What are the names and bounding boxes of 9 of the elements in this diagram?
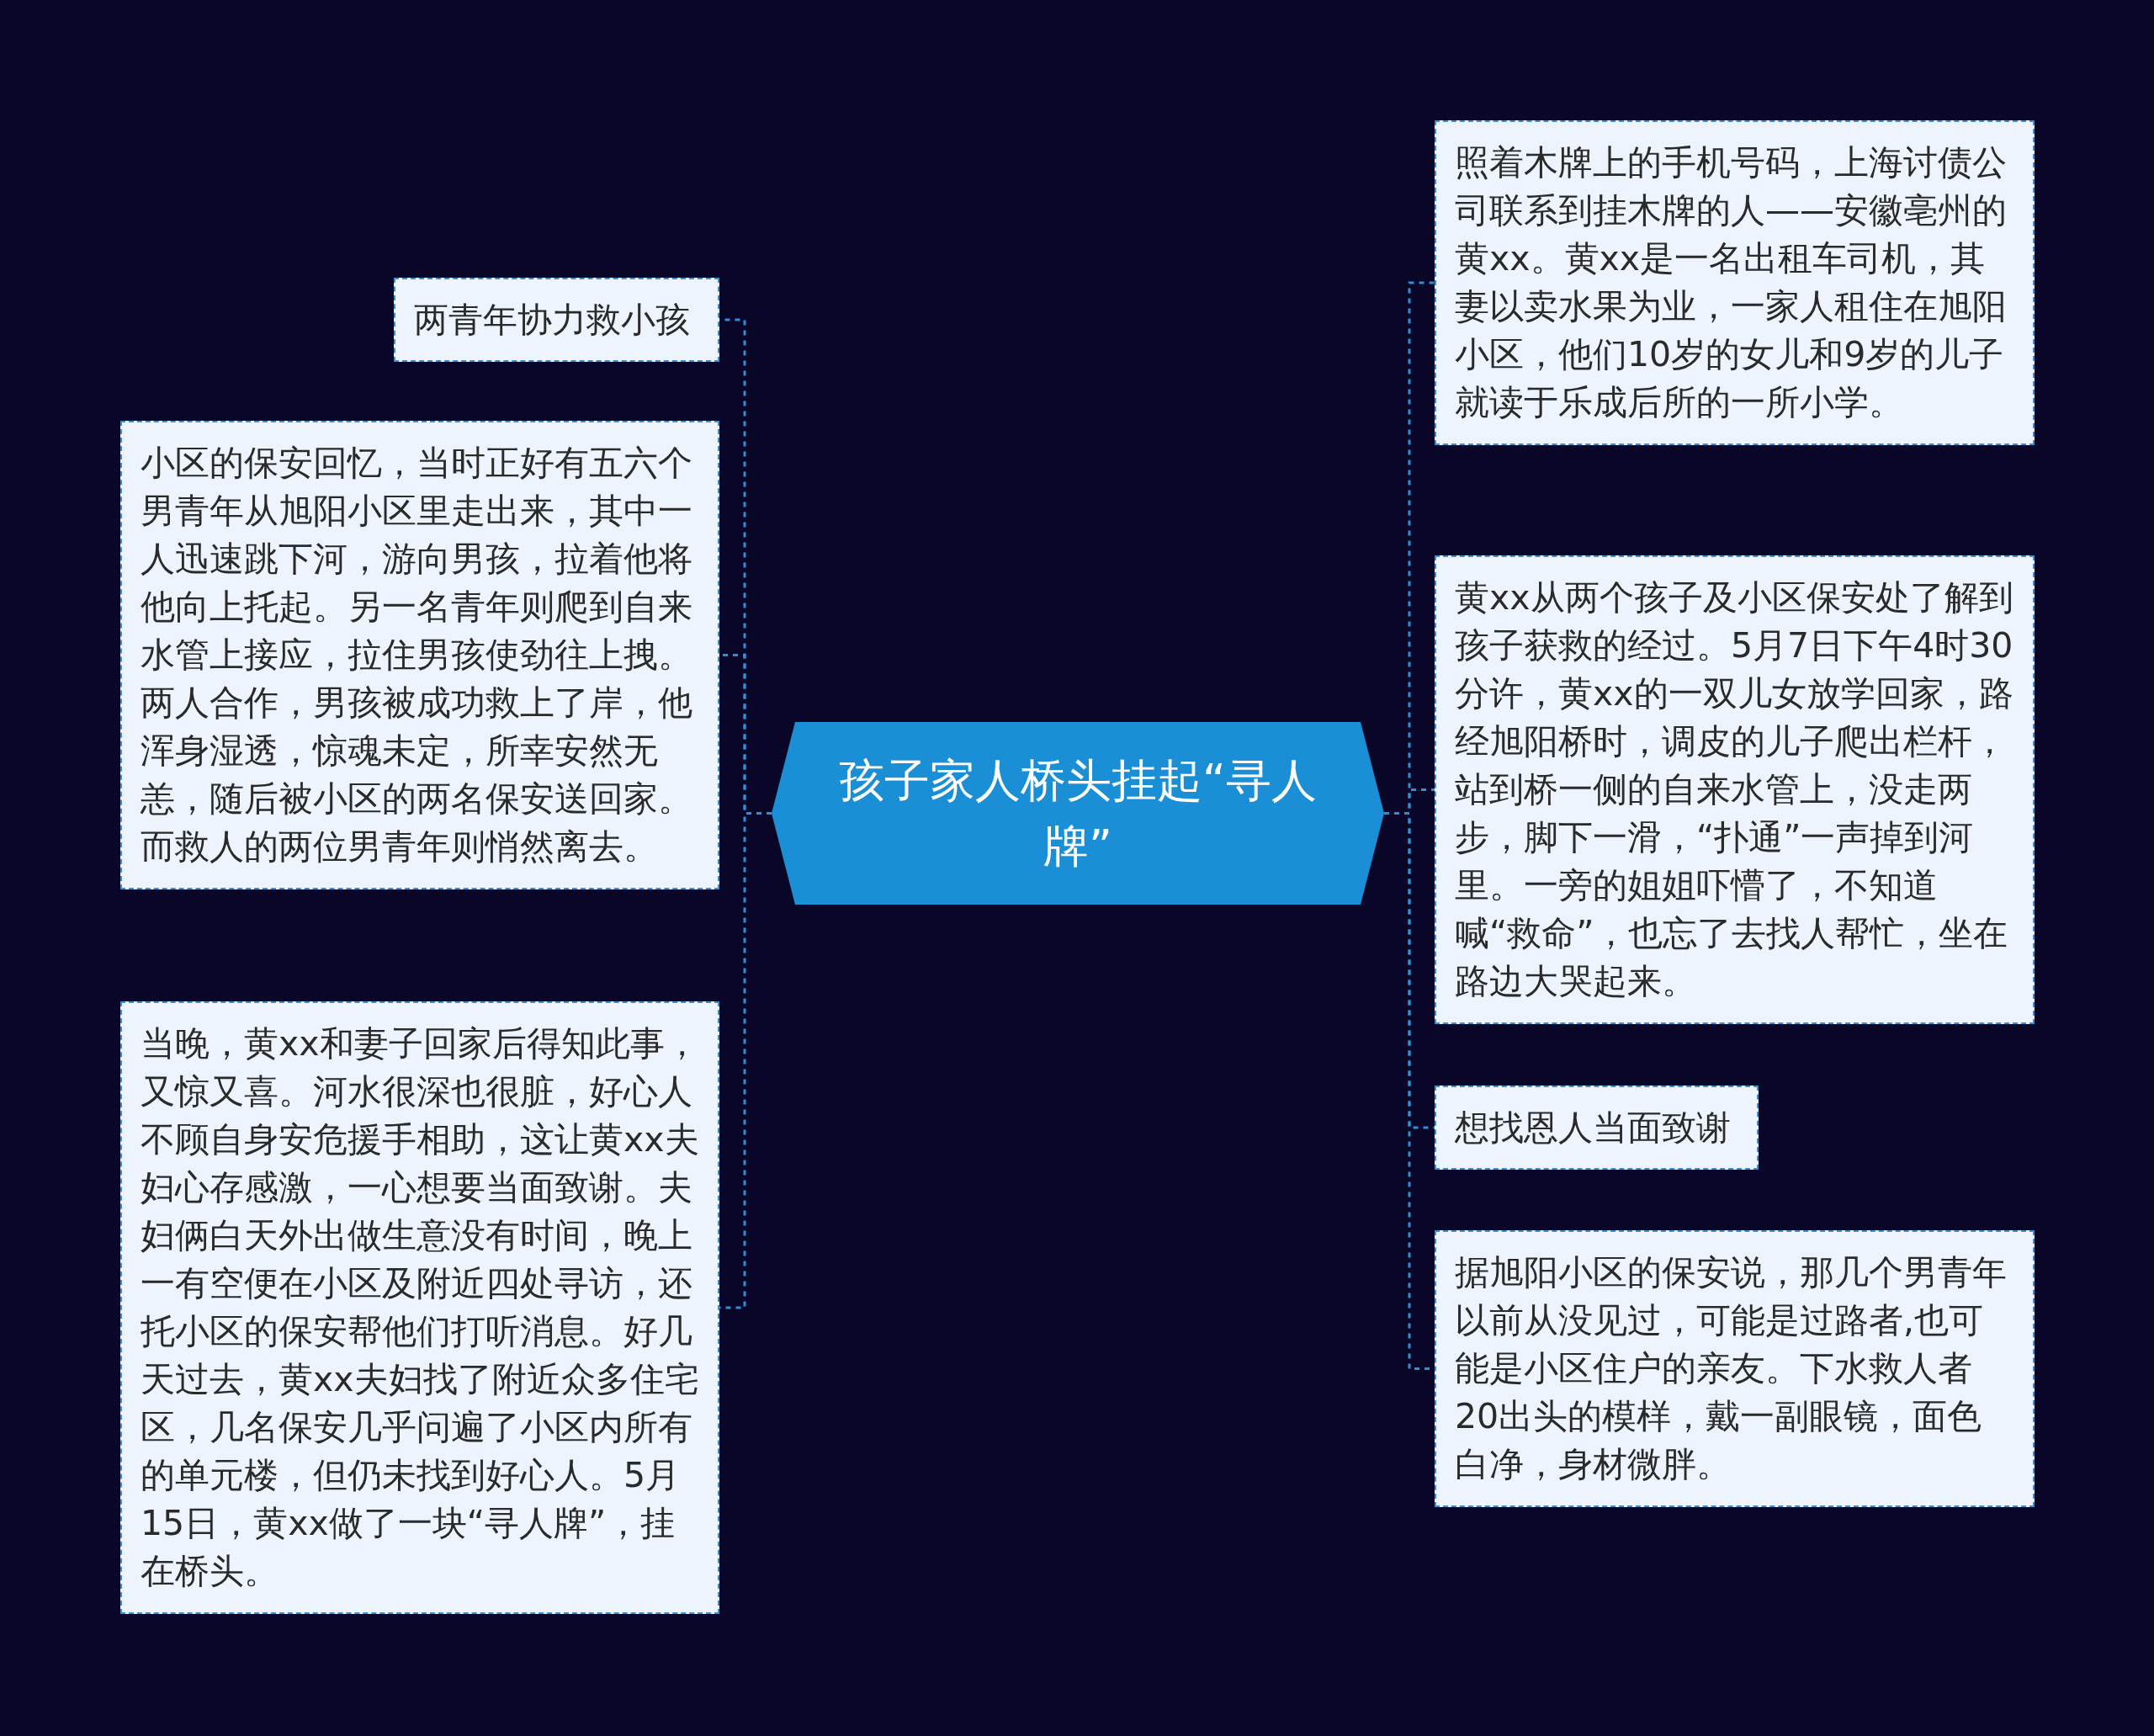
topic-text: 孩子家人桥头挂起“寻人牌” <box>838 752 1318 874</box>
text-box: 黄xx从两个孩子及小区保安处了解到孩子获救的经过。5月7日下午4时30分许，黄xx的一双儿女放学回家，路经旭阳桥时，调皮的儿子爬出栏杆，站到桥一侧的自来水管上，没走两步，脚下一滑，“扑通”一声掉到河里。一旁的姐姐吓懵了，不知道喊“救命”，也忘了去找人帮忙，坐在路边大哭起来。 <box>1435 555 2035 1024</box>
text-box: 据旭阳小区的保安说，那几个男青年以前从没见过，可能是过路者,也可能是小区住户的亲友。下水救人者20出头的模样，戴一副眼镜，面色白净，身材微胖。 <box>1435 1230 2035 1507</box>
text-box: 当晚，黄xx和妻子回家后得知此事，又惊又喜。河水很深也很脏，好心人不顾自身安危援手相助，这让黄xx夫妇心存感激，一心想要当面致谢。夫妇俩白天外出做生意没有时间，晚上一有空便在小区及附近四处寻访，还托小区的保安帮他们打听消息。好几天过去，黄xx夫妇找了附近众多住宅区，几名保安几乎问遍了小区内所有的单元楼，但仍未找到好心人。5月15日，黄xx做了一块“寻人牌”，挂在桥头。 <box>120 1001 719 1614</box>
subtopic-box: 想找恩人当面致谢 <box>1435 1086 1759 1170</box>
topic-hexagon <box>772 722 1384 905</box>
text-box: 照着木牌上的手机号码，上海讨债公司联系到挂木牌的人——安徽亳州的黄xx。黄xx是一名出租车司机，其妻以卖水果为业，一家人租住在旭阳小区，他们10岁的女儿和9岁的儿子就读于乐成后所的一所小学。 <box>1435 120 2035 445</box>
text-box: 小区的保安回忆，当时正好有五六个男青年从旭阳小区里走出来，其中一人迅速跳下河，游向男孩，拉着他将他向上托起。另一名青年则爬到自来水管上接应，拉住男孩使劲往上拽。两人合作，男孩被成功救上了岸，他浑身湿透，惊魂未定，所幸安然无恙，随后被小区的两名保安送回家。而救人的两位男青年则悄然离去。 <box>120 421 719 889</box>
subtopic-box: 两青年协力救小孩 <box>394 278 719 362</box>
